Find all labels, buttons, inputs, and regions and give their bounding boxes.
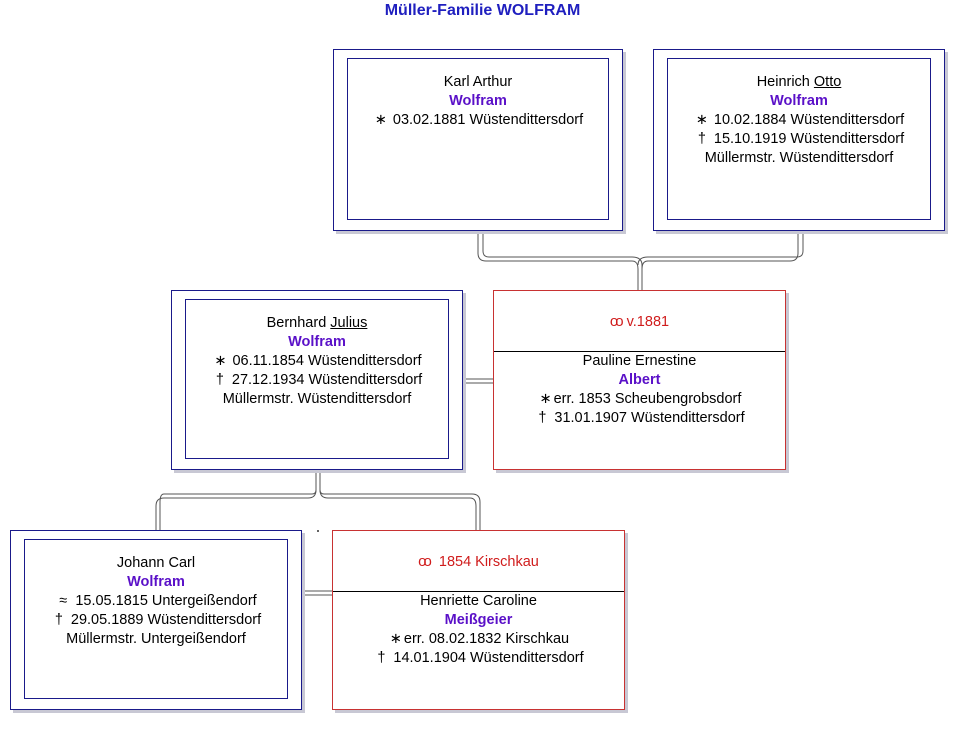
surname: Wolfram — [127, 574, 185, 590]
death-icon: † — [54, 612, 63, 628]
marriage-date: v.1881 — [626, 314, 670, 330]
call-name: Otto — [813, 74, 842, 90]
given-name: Heinrich Otto — [668, 73, 930, 92]
occupation: Müllermstr. Wüstendittersdorf — [222, 391, 412, 407]
death-line: † 29.05.1889 Wüstendittersdorf — [25, 611, 287, 630]
birth-data: 10.02.1884 Wüstendittersdorf — [713, 112, 905, 128]
death-icon: † — [538, 410, 547, 426]
given-name: Pauline Ernestine — [582, 353, 697, 369]
birth-icon: ∗ — [214, 353, 227, 369]
birth-data: err. 08.02.1832 Kirschkau — [403, 631, 570, 647]
birth-line: ∗ 03.02.1881 Wüstendittersdorf — [348, 111, 608, 130]
birth-data: err. 1853 Scheubengrobsdorf — [553, 391, 742, 407]
death-line: † 14.01.1904 Wüstendittersdorf — [333, 649, 624, 668]
spouse-details: Henriette Caroline Meißgeier ∗err. 08.02… — [333, 592, 624, 668]
death-data: 15.10.1919 Wüstendittersdorf — [713, 131, 905, 147]
death-line: † 15.10.1919 Wüstendittersdorf — [668, 130, 930, 149]
birth-line: ∗ 10.02.1884 Wüstendittersdorf — [668, 111, 930, 130]
marriage-info: oo 1854 Kirschkau — [333, 531, 624, 592]
death-icon: † — [697, 131, 706, 147]
baptism-line: ≈ 15.05.1815 Untergeißendorf — [25, 592, 287, 611]
surname: Albert — [618, 372, 661, 388]
birth-line: ∗err. 08.02.1832 Kirschkau — [333, 630, 624, 649]
death-line: † 31.01.1907 Wüstendittersdorf — [494, 409, 785, 428]
given-name: Henriette Caroline — [420, 593, 537, 609]
birth-data: 06.11.1854 Wüstendittersdorf — [232, 353, 422, 369]
marriage-rings-icon: oo — [418, 553, 432, 570]
person-box-inner: Heinrich Otto Wolfram ∗ 10.02.1884 Wüste… — [667, 58, 931, 220]
given-name: Karl Arthur — [443, 74, 513, 90]
birth-icon: ∗ — [539, 391, 552, 407]
death-data: 29.05.1889 Wüstendittersdorf — [70, 612, 262, 628]
birth-icon: ∗ — [389, 631, 402, 647]
person-box-karl-arthur[interactable]: Karl Arthur Wolfram ∗ 03.02.1881 Wüstend… — [333, 49, 623, 231]
occupation: Müllermstr. Untergeißendorf — [66, 631, 246, 647]
dot-marker — [317, 530, 319, 532]
death-data: 14.01.1904 Wüstendittersdorf — [393, 650, 584, 666]
baptism-icon: ≈ — [59, 593, 68, 609]
birth-line: ∗ 06.11.1854 Wüstendittersdorf — [186, 352, 448, 371]
birth-icon: ∗ — [374, 112, 387, 128]
person-box-heinrich-otto[interactable]: Heinrich Otto Wolfram ∗ 10.02.1884 Wüste… — [653, 49, 945, 231]
spouse-details: Pauline Ernestine Albert ∗err. 1853 Sche… — [494, 352, 785, 428]
marriage-rings-icon: oo — [609, 313, 624, 330]
person-box-inner: Bernhard Julius Wolfram ∗ 06.11.1854 Wüs… — [185, 299, 449, 459]
surname: Meißgeier — [444, 612, 513, 628]
birth-icon: ∗ — [695, 112, 708, 128]
spouse-box-henriette-caroline[interactable]: oo 1854 Kirschkau Henriette Caroline Mei… — [332, 530, 625, 710]
given-name-first: Heinrich — [756, 74, 814, 90]
baptism-data: 15.05.1815 Untergeißendorf — [75, 593, 257, 609]
occupation: Müllermstr. Wüstendittersdorf — [704, 150, 894, 166]
birth-data: 03.02.1881 Wüstendittersdorf — [392, 112, 584, 128]
person-box-inner: Karl Arthur Wolfram ∗ 03.02.1881 Wüstend… — [347, 58, 609, 220]
person-box-johann-carl[interactable]: Johann Carl Wolfram ≈ 15.05.1815 Unterge… — [10, 530, 302, 710]
death-data: 31.01.1907 Wüstendittersdorf — [554, 410, 745, 426]
chart-title: Müller-Familie WOLFRAM — [384, 2, 581, 19]
surname: Wolfram — [288, 334, 346, 350]
person-box-inner: Johann Carl Wolfram ≈ 15.05.1815 Unterge… — [24, 539, 288, 699]
given-name: Bernhard Julius — [186, 314, 448, 333]
birth-line: ∗err. 1853 Scheubengrobsdorf — [494, 390, 785, 409]
given-name-first: Bernhard — [266, 315, 331, 331]
call-name: Julius — [330, 315, 368, 331]
death-data: 27.12.1934 Wüstendittersdorf — [231, 372, 423, 388]
death-icon: † — [377, 650, 386, 666]
marriage-date: 1854 Kirschkau — [438, 554, 539, 570]
surname: Wolfram — [770, 93, 828, 109]
given-name: Johann Carl — [116, 555, 196, 571]
surname: Wolfram — [449, 93, 507, 109]
death-icon: † — [215, 372, 224, 388]
person-box-bernhard-julius[interactable]: Bernhard Julius Wolfram ∗ 06.11.1854 Wüs… — [171, 290, 463, 470]
death-line: † 27.12.1934 Wüstendittersdorf — [186, 371, 448, 390]
